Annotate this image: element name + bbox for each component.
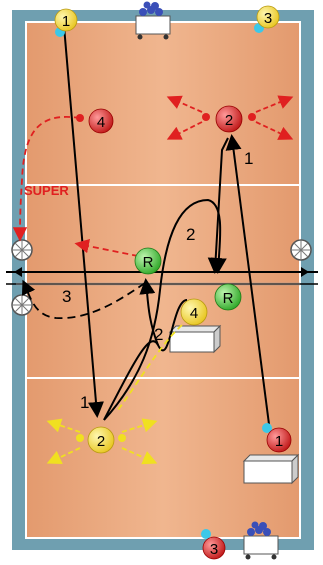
player-4-red: 4 [89,109,113,133]
svg-text:2: 2 [97,433,105,450]
svg-text:1: 1 [62,13,70,30]
svg-text:1: 1 [275,433,283,450]
path-label-1-low: 1 [80,393,89,412]
svg-text:4: 4 [190,305,198,322]
path-label-2-low: 2 [154,325,163,344]
ball-cart-top-icon [136,2,170,40]
box-platform-bottom [244,455,298,483]
pole-left-icon [12,240,32,260]
svg-text:R: R [143,254,154,271]
player-4-yellow: 4 [181,299,207,325]
player-r-right: R [215,284,241,310]
svg-text:4: 4 [97,114,105,131]
pole-left-lower-icon [12,295,32,315]
path-label-1-right: 1 [244,149,253,168]
svg-text:3: 3 [264,10,272,27]
player-r-left: R [135,248,161,274]
svg-text:3: 3 [210,541,218,558]
super-label: SUPER [24,183,69,198]
path-label-2-mid: 2 [186,225,195,244]
svg-text:R: R [223,290,234,307]
pole-right-icon [291,240,311,260]
box-platform-center [170,326,220,352]
path-label-3-left: 3 [62,287,71,306]
player-2-red: 2 [216,106,242,132]
svg-text:2: 2 [225,112,233,129]
player-2-yellow: 2 [88,427,114,453]
